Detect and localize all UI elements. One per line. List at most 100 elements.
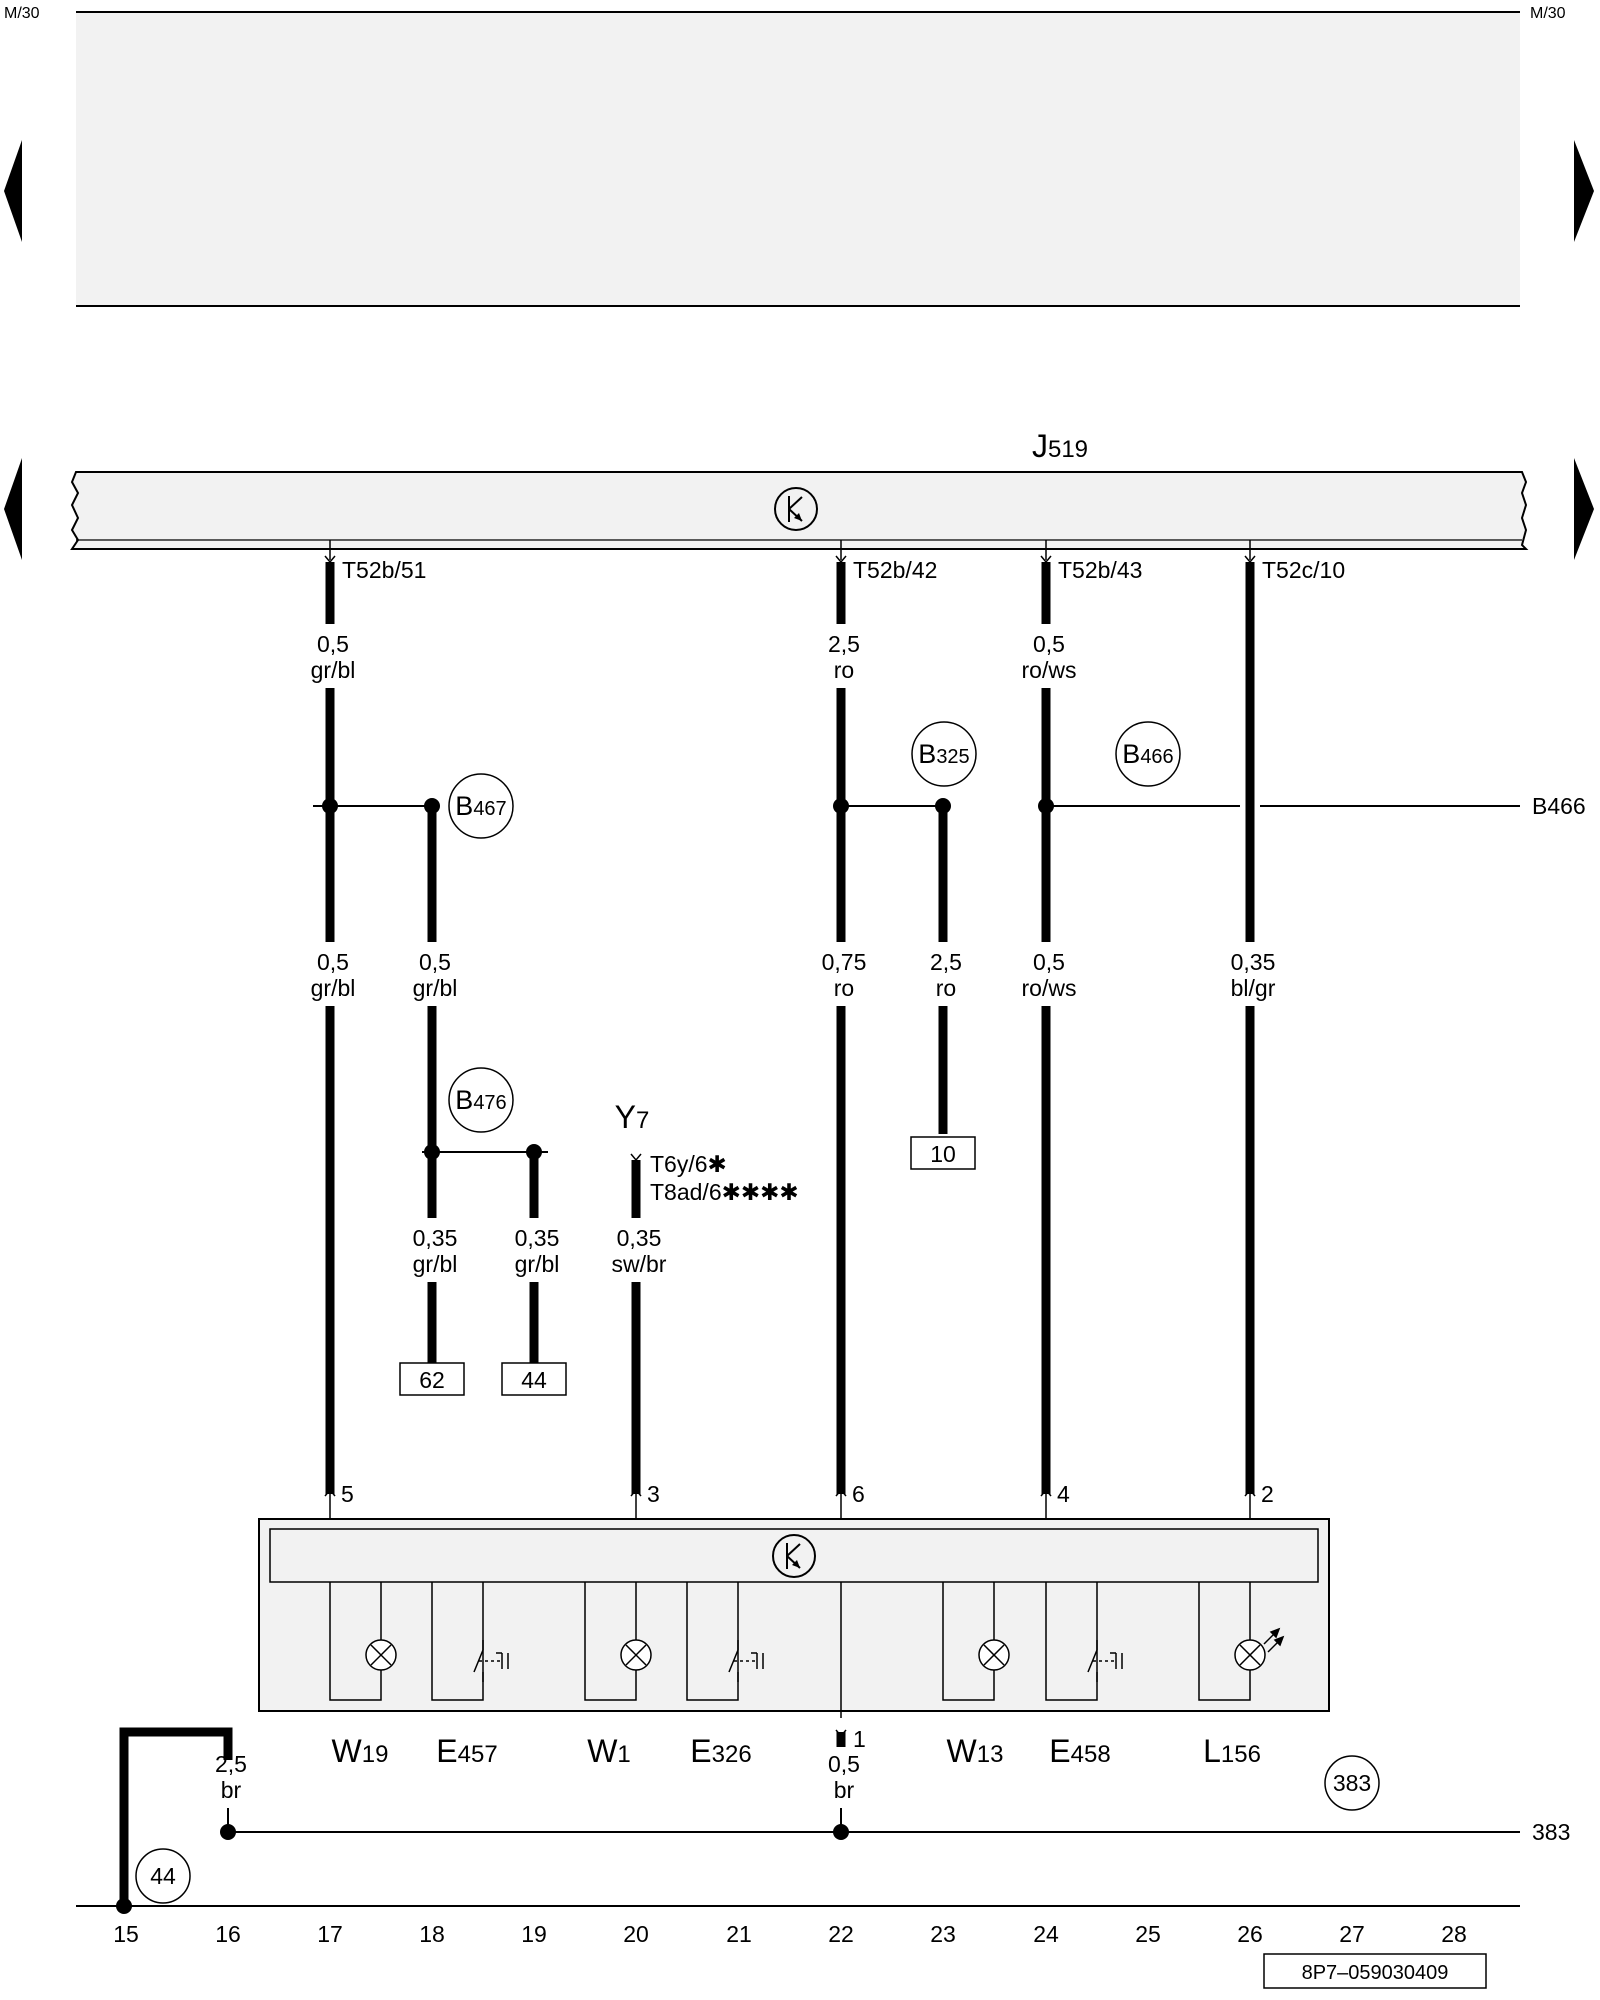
column-number: 19	[521, 1921, 547, 1947]
column-number: 16	[215, 1921, 241, 1947]
component-label-w13: W13	[947, 1733, 1004, 1769]
component-label-e457: E457	[436, 1733, 497, 1769]
thick-wires	[119, 562, 1255, 1906]
svg-text:62: 62	[419, 1367, 445, 1393]
pin-label-1: 1	[853, 1726, 866, 1752]
column-number: 26	[1237, 1921, 1263, 1947]
wire-color-18b: gr/bl	[413, 1251, 458, 1277]
splice-b466: B466	[1115, 721, 1181, 787]
footer-code-box	[1263, 1953, 1487, 1989]
splice-b476: B476	[448, 1067, 514, 1133]
wire-size-24b: 0,5	[1033, 949, 1065, 975]
junction-dots	[116, 798, 1054, 1914]
upper-blank-panel	[76, 12, 1520, 306]
svg-text:10: 10	[930, 1141, 956, 1167]
wire-color-23: ro	[936, 975, 956, 1001]
svg-text:44: 44	[150, 1863, 176, 1889]
wire-size-22b: 0,75	[822, 949, 867, 975]
switch-module-pins	[324, 1488, 1256, 1528]
svg-text:B466: B466	[1122, 739, 1173, 769]
pushbutton-switch-icon	[473, 1640, 1123, 1682]
wire-size-23: 2,5	[930, 949, 962, 975]
wire-color-22b: ro	[834, 975, 854, 1001]
wire-size-24a: 0,5	[1033, 631, 1065, 657]
bulb-icon	[365, 1639, 1266, 1671]
column-number: 21	[726, 1921, 752, 1947]
column-number: 24	[1033, 1921, 1059, 1947]
continuation-ref-383: 383	[1532, 1819, 1570, 1845]
svg-text:383: 383	[1333, 1770, 1371, 1796]
svg-text:B476: B476	[455, 1085, 506, 1115]
pin-label-t52c-10: T52c/10	[1262, 557, 1345, 583]
next-page-arrow-icon[interactable]	[1574, 140, 1594, 242]
wire-color-18: gr/bl	[413, 975, 458, 1001]
module-electronic-icon	[772, 1534, 816, 1578]
component-label-w1: W1	[587, 1733, 631, 1769]
wire-size-17b: 0,5	[317, 949, 349, 975]
pin-label-t52b-43: T52b/43	[1058, 557, 1142, 583]
light-emission-icon	[1263, 1627, 1285, 1653]
prev-page-arrow-icon[interactable]	[4, 140, 22, 242]
electronic-component-icon	[774, 487, 818, 531]
pin-label-t52b-51: T52b/51	[342, 557, 426, 583]
wire-size-18b: 0,35	[413, 1225, 458, 1251]
svg-text:B467: B467	[455, 791, 506, 821]
module-label: J519	[1032, 428, 1088, 464]
wire-size-18: 0,5	[419, 949, 451, 975]
component-label-e458: E458	[1049, 1733, 1110, 1769]
column-number: 15	[113, 1921, 139, 1947]
ground-ref-383: 383	[1324, 1755, 1380, 1811]
footer-code: 8P7–059030409	[1302, 1962, 1449, 1984]
wire-color-17b: gr/bl	[311, 975, 356, 1001]
prev-page-arrow-icon-2[interactable]	[4, 458, 22, 560]
ground-pin	[835, 1729, 847, 1738]
ground-ref-44: 44	[135, 1848, 191, 1904]
wire-size-17a: 0,5	[317, 631, 349, 657]
column-number: 28	[1441, 1921, 1467, 1947]
page-ref-left: M/30	[4, 5, 40, 22]
continuation-ref-b466: B466	[1532, 793, 1586, 819]
ref-box-10: 10	[910, 1136, 976, 1170]
wire-color-24a: ro/ws	[1022, 657, 1077, 683]
component-label-e326: E326	[690, 1733, 751, 1769]
y7-pin-1: T6y/6✱	[650, 1151, 727, 1177]
column-number: 25	[1135, 1921, 1161, 1947]
y7-pin-2: T8ad/6✱✱✱✱	[650, 1179, 799, 1205]
ref-box-44: 44	[501, 1362, 567, 1396]
wire-color-20: sw/br	[612, 1251, 667, 1277]
splice-b467: B467	[448, 773, 514, 839]
svg-text:44: 44	[521, 1367, 547, 1393]
column-number: 17	[317, 1921, 343, 1947]
pin-label-4: 4	[1057, 1481, 1070, 1507]
svg-text:B325: B325	[918, 739, 969, 769]
y7-label: Y7	[615, 1099, 650, 1135]
wire-color-16: br	[221, 1777, 242, 1803]
switch-module-electronics	[269, 1528, 1319, 1583]
wire-size-26: 0,35	[1231, 949, 1276, 975]
wire-color-24b: ro/ws	[1022, 975, 1077, 1001]
pin-label-2: 2	[1261, 1481, 1274, 1507]
column-number: 22	[828, 1921, 854, 1947]
splice-b325: B325	[911, 721, 977, 787]
pin-label-6: 6	[852, 1481, 865, 1507]
y7-pin	[630, 1153, 642, 1162]
wire-color-26: bl/gr	[1231, 975, 1276, 1001]
wire-color-22a: ro	[834, 657, 854, 683]
control-unit-body	[70, 471, 1529, 550]
component-label-w19: W19	[332, 1733, 389, 1769]
column-number: 27	[1339, 1921, 1365, 1947]
column-number: 20	[623, 1921, 649, 1947]
wire-size-20: 0,35	[617, 1225, 662, 1251]
wire-size-22c: 0,5	[828, 1751, 860, 1777]
pin-label-3: 3	[647, 1481, 660, 1507]
next-page-arrow-icon-2[interactable]	[1574, 458, 1594, 560]
ref-box-62: 62	[399, 1362, 465, 1396]
wire-size-19: 0,35	[515, 1225, 560, 1251]
wire-color-22c: br	[834, 1777, 855, 1803]
column-number: 18	[419, 1921, 445, 1947]
thin-wires	[76, 805, 1520, 1907]
wire-size-22a: 2,5	[828, 631, 860, 657]
wire-size-16: 2,5	[215, 1751, 247, 1777]
pin-label-t52b-42: T52b/42	[853, 557, 937, 583]
